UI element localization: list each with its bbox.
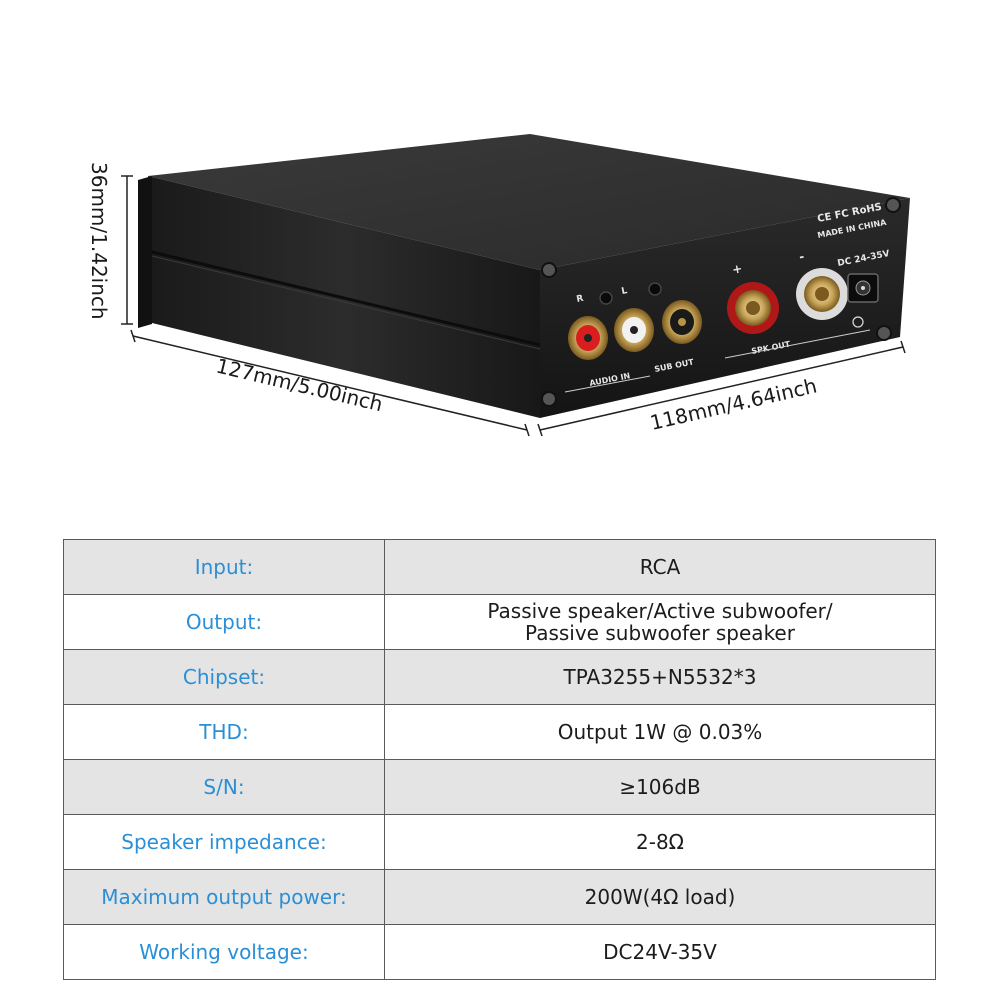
spec-table: Input: RCA Output: Passive speaker/Activ… bbox=[63, 539, 936, 980]
rca-jack-l bbox=[614, 308, 654, 352]
spec-value: RCA bbox=[384, 539, 936, 595]
channel-l-label: L bbox=[621, 286, 629, 297]
spec-value: 200W(4Ω load) bbox=[384, 869, 936, 925]
spec-value: Output 1W @ 0.03% bbox=[384, 704, 936, 760]
mount-hole bbox=[599, 291, 613, 305]
screw bbox=[541, 391, 557, 407]
spec-label: Output: bbox=[63, 594, 385, 650]
spec-row-input: Input: RCA bbox=[63, 539, 936, 595]
audio-in-line bbox=[564, 375, 651, 393]
chassis-top bbox=[148, 134, 910, 270]
screw bbox=[876, 325, 892, 341]
spec-label: Input: bbox=[63, 539, 385, 595]
spec-value: Passive speaker/Active subwoofer/ Passiv… bbox=[384, 594, 936, 650]
height-dimension-label: 36mm/1.42inch bbox=[87, 162, 111, 320]
spec-label: THD: bbox=[63, 704, 385, 760]
chassis-endcap bbox=[138, 176, 152, 328]
spec-row-sn: S/N: ≥106dB bbox=[63, 759, 936, 815]
spk-out-line bbox=[724, 329, 871, 359]
spec-value: ≥106dB bbox=[384, 759, 936, 815]
mount-hole bbox=[648, 282, 662, 296]
screw bbox=[885, 197, 901, 213]
spec-row-max-power: Maximum output power: 200W(4Ω load) bbox=[63, 869, 936, 925]
spec-label: S/N: bbox=[63, 759, 385, 815]
product-figure: CE FC RoHS MADE IN CHINA DC 24-35V R L +… bbox=[87, 134, 910, 437]
speaker-terminal-positive bbox=[727, 282, 779, 334]
spec-label: Chipset: bbox=[63, 649, 385, 705]
spec-row-chipset: Chipset: TPA3255+N5532*3 bbox=[63, 649, 936, 705]
spec-row-voltage: Working voltage: DC24V-35V bbox=[63, 924, 936, 980]
spec-value: DC24V-35V bbox=[384, 924, 936, 980]
spec-row-output: Output: Passive speaker/Active subwoofer… bbox=[63, 594, 936, 650]
chassis-back-panel bbox=[540, 198, 910, 418]
spec-value: TPA3255+N5532*3 bbox=[384, 649, 936, 705]
plus-label: + bbox=[731, 261, 744, 277]
channel-r-label: R bbox=[576, 294, 585, 305]
amplifier-chassis bbox=[138, 134, 910, 418]
spec-row-impedance: Speaker impedance: 2-8Ω bbox=[63, 814, 936, 870]
minus-label: - bbox=[798, 249, 806, 264]
speaker-terminal-negative bbox=[796, 268, 848, 320]
screw bbox=[541, 262, 557, 278]
spec-label: Speaker impedance: bbox=[63, 814, 385, 870]
spec-label: Maximum output power: bbox=[63, 869, 385, 925]
chassis-side-highlight bbox=[151, 255, 541, 350]
chassis-side-rib bbox=[151, 250, 541, 347]
spec-value: 2-8Ω bbox=[384, 814, 936, 870]
spec-row-thd: THD: Output 1W @ 0.03% bbox=[63, 704, 936, 760]
rca-jack-sub-out bbox=[662, 300, 702, 344]
dc-power-jack bbox=[847, 273, 879, 328]
spec-label: Working voltage: bbox=[63, 924, 385, 980]
dimension-height: 36mm/1.42inch bbox=[87, 162, 133, 325]
rca-jack-r bbox=[568, 316, 608, 360]
